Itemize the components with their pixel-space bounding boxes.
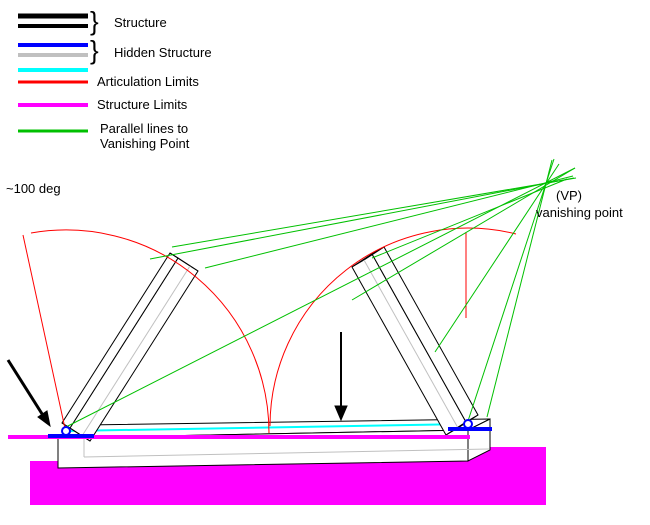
vp-abbrev-annotation: (VP) — [556, 188, 582, 203]
vanishing-line — [61, 167, 576, 430]
vp-label-annotation: vanishing point — [536, 205, 623, 220]
vanishing-line — [467, 158, 555, 422]
left-arm-hidden-edge — [81, 265, 191, 437]
vanishing-lines — [61, 158, 577, 430]
vanishing-line — [149, 177, 575, 260]
hinge-pointer-arrow-shaft — [6, 359, 46, 418]
vanishing-line — [351, 167, 576, 301]
hinges — [48, 419, 492, 438]
legend-label-parallel-line2: Vanishing Point — [100, 136, 190, 151]
left-arm-front-face — [69, 257, 199, 442]
right-arm-hidden-edge — [363, 259, 459, 429]
left-arm-top-cap — [169, 252, 199, 272]
vanishing-line — [204, 175, 574, 269]
box-hidden-edge-bottom — [83, 448, 490, 458]
legend-brace-structure: } — [90, 6, 99, 36]
legend-label-structure: Structure — [114, 15, 167, 30]
legend-label-parallel-line1: Parallel lines to — [100, 121, 188, 136]
legend: } Structure } Hidden Structure Articulat… — [18, 6, 212, 151]
left-arm-side-face — [61, 252, 179, 429]
left-articulation-arc — [30, 229, 270, 434]
hinge-pointer-arrowhead — [37, 410, 51, 428]
left-articulation-ray — [22, 234, 67, 434]
right-arm-front-face — [351, 253, 467, 436]
legend-brace-hidden-structure: } — [90, 35, 99, 65]
structure-box — [57, 418, 491, 469]
hinge-axis-hidden-line — [65, 423, 469, 432]
vanishing-line — [371, 178, 568, 259]
vanishing-line — [434, 163, 560, 353]
legend-label-structure-limits: Structure Limits — [97, 97, 188, 112]
right-arm — [351, 246, 479, 436]
legend-label-hidden-structure: Hidden Structure — [114, 45, 212, 60]
right-hinge-pivot — [463, 419, 473, 429]
angle-annotation: ~100 deg — [6, 181, 61, 196]
left-hinge-pivot — [61, 426, 71, 436]
articulation-limits — [22, 227, 517, 434]
right-articulation-arc — [269, 227, 517, 427]
down-force-arrowhead — [334, 405, 348, 422]
legend-label-articulation: Articulation Limits — [97, 74, 199, 89]
vanishing-line — [486, 159, 553, 418]
arm-hidden-edges — [81, 259, 459, 437]
left-arm — [61, 252, 199, 442]
arrows — [6, 332, 348, 428]
vanishing-line — [171, 177, 577, 248]
